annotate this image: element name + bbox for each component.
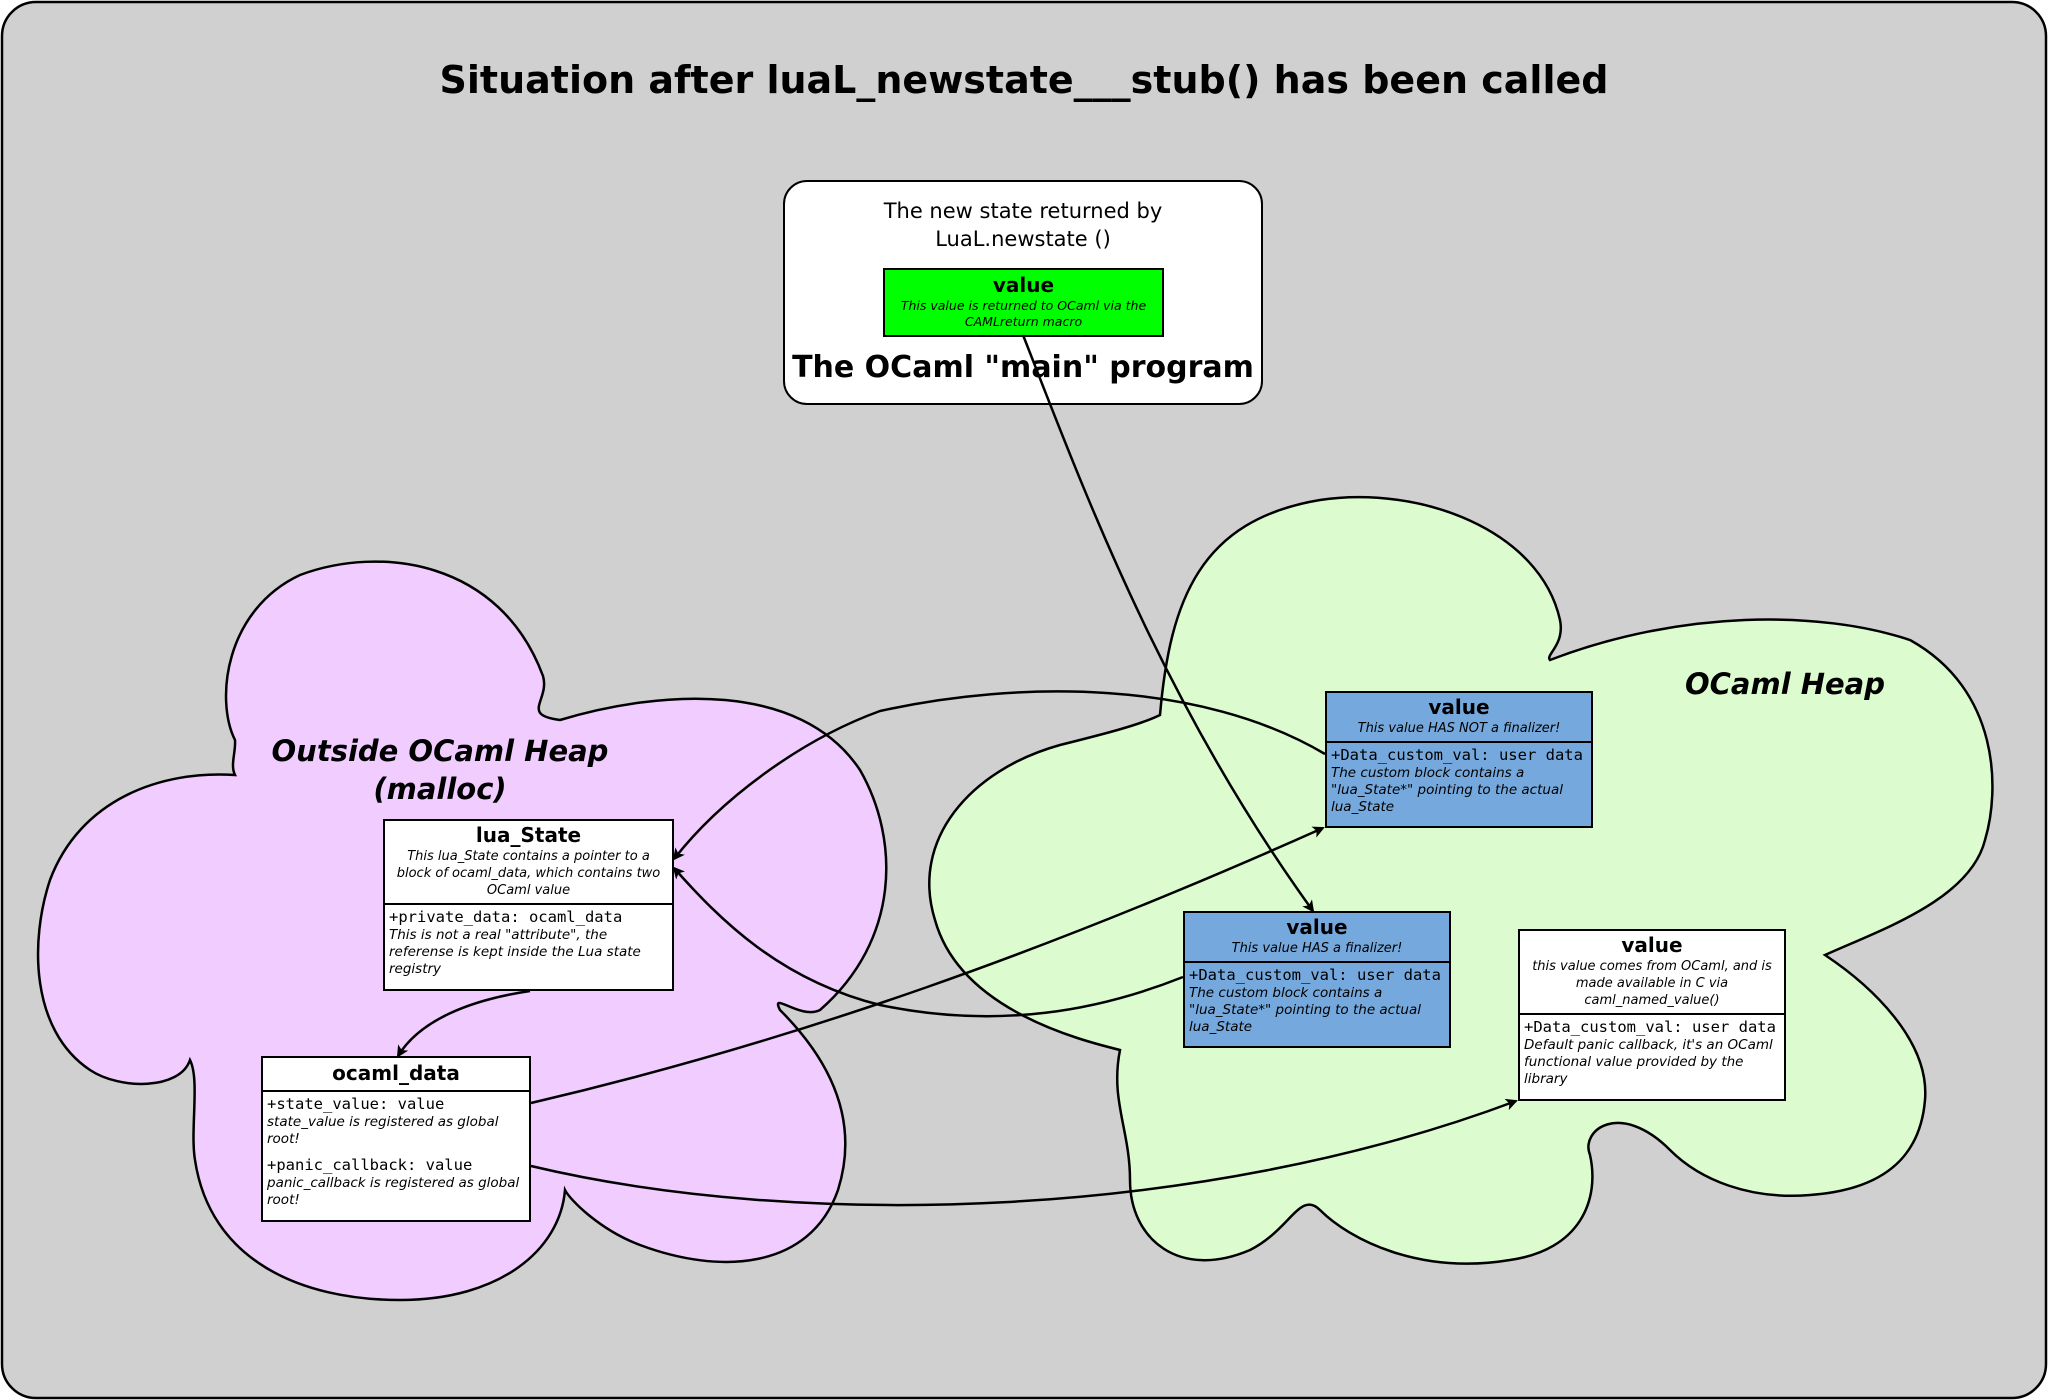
main-program-caption-line1: The new state returned by bbox=[883, 199, 1163, 223]
value-panic-note: this value comes from OCaml, and is made… bbox=[1532, 959, 1772, 1008]
value-finalizer-attr-note: The custom block contains a "lua_State*"… bbox=[1189, 985, 1421, 1035]
page-title: Situation after luaL_newstate___stub() h… bbox=[439, 58, 1609, 102]
value-finalizer-box: value This value HAS a finalizer! +Data_… bbox=[1183, 911, 1451, 1048]
lua-state-box: lua_State This lua_State contains a poin… bbox=[383, 819, 674, 991]
value-no-finalizer-box: value This value HAS NOT a finalizer! +D… bbox=[1325, 691, 1593, 828]
outside-heap-label-line1: Outside OCaml Heap bbox=[271, 734, 609, 768]
value-finalizer-name: value bbox=[1286, 915, 1348, 939]
value-panic-attr: +Data_custom_val: user data bbox=[1524, 1018, 1776, 1036]
outside-heap-label-line2: (malloc) bbox=[373, 772, 507, 806]
value-finalizer-note: This value HAS a finalizer! bbox=[1231, 941, 1403, 956]
ocaml-heap-label: OCaml Heap bbox=[1684, 667, 1886, 701]
ocaml-data-attr1-note: state_value is registered as global root… bbox=[267, 1114, 499, 1147]
value-no-finalizer-attr-note: The custom block contains a "lua_State*"… bbox=[1331, 765, 1563, 815]
main-program-title: The OCaml "main" program bbox=[792, 350, 1254, 385]
ocaml-data-name: ocaml_data bbox=[332, 1061, 460, 1085]
main-program-caption-line2: LuaL.newstate () bbox=[935, 227, 1111, 251]
value-finalizer-attr: +Data_custom_val: user data bbox=[1189, 966, 1441, 984]
lua-state-attr: +private_data: ocaml_data bbox=[389, 908, 623, 926]
value-no-finalizer-note: This value HAS NOT a finalizer! bbox=[1357, 721, 1561, 736]
main-value-box: value This value is returned to OCaml vi… bbox=[883, 268, 1164, 337]
value-no-finalizer-attr: +Data_custom_val: user data bbox=[1331, 746, 1583, 764]
ocaml-data-attr2: +panic_callback: value bbox=[267, 1156, 473, 1174]
main-value-name: value bbox=[992, 273, 1055, 297]
lua-state-note: This lua_State contains a pointer to a b… bbox=[396, 849, 661, 898]
ocaml-data-box: ocaml_data +state_value: value state_val… bbox=[261, 1056, 531, 1222]
outside-heap-label: Outside OCaml Heap (malloc) bbox=[240, 732, 640, 808]
main-program-caption: The new state returned by LuaL.newstate … bbox=[783, 197, 1263, 253]
ocaml-data-attr2-note: panic_callback is registered as global r… bbox=[267, 1175, 520, 1208]
value-panic-box: value this value comes from OCaml, and i… bbox=[1518, 929, 1786, 1101]
value-panic-name: value bbox=[1621, 933, 1683, 957]
main-value-note: This value is returned to OCaml via the … bbox=[900, 298, 1147, 329]
ocaml-data-attr1: +state_value: value bbox=[267, 1095, 445, 1113]
value-no-finalizer-name: value bbox=[1428, 695, 1490, 719]
lua-state-name: lua_State bbox=[475, 823, 582, 847]
value-panic-attr-note: Default panic callback, it's an OCaml fu… bbox=[1524, 1037, 1773, 1087]
lua-state-attr-note: This is not a real "attribute", the refe… bbox=[389, 927, 641, 977]
